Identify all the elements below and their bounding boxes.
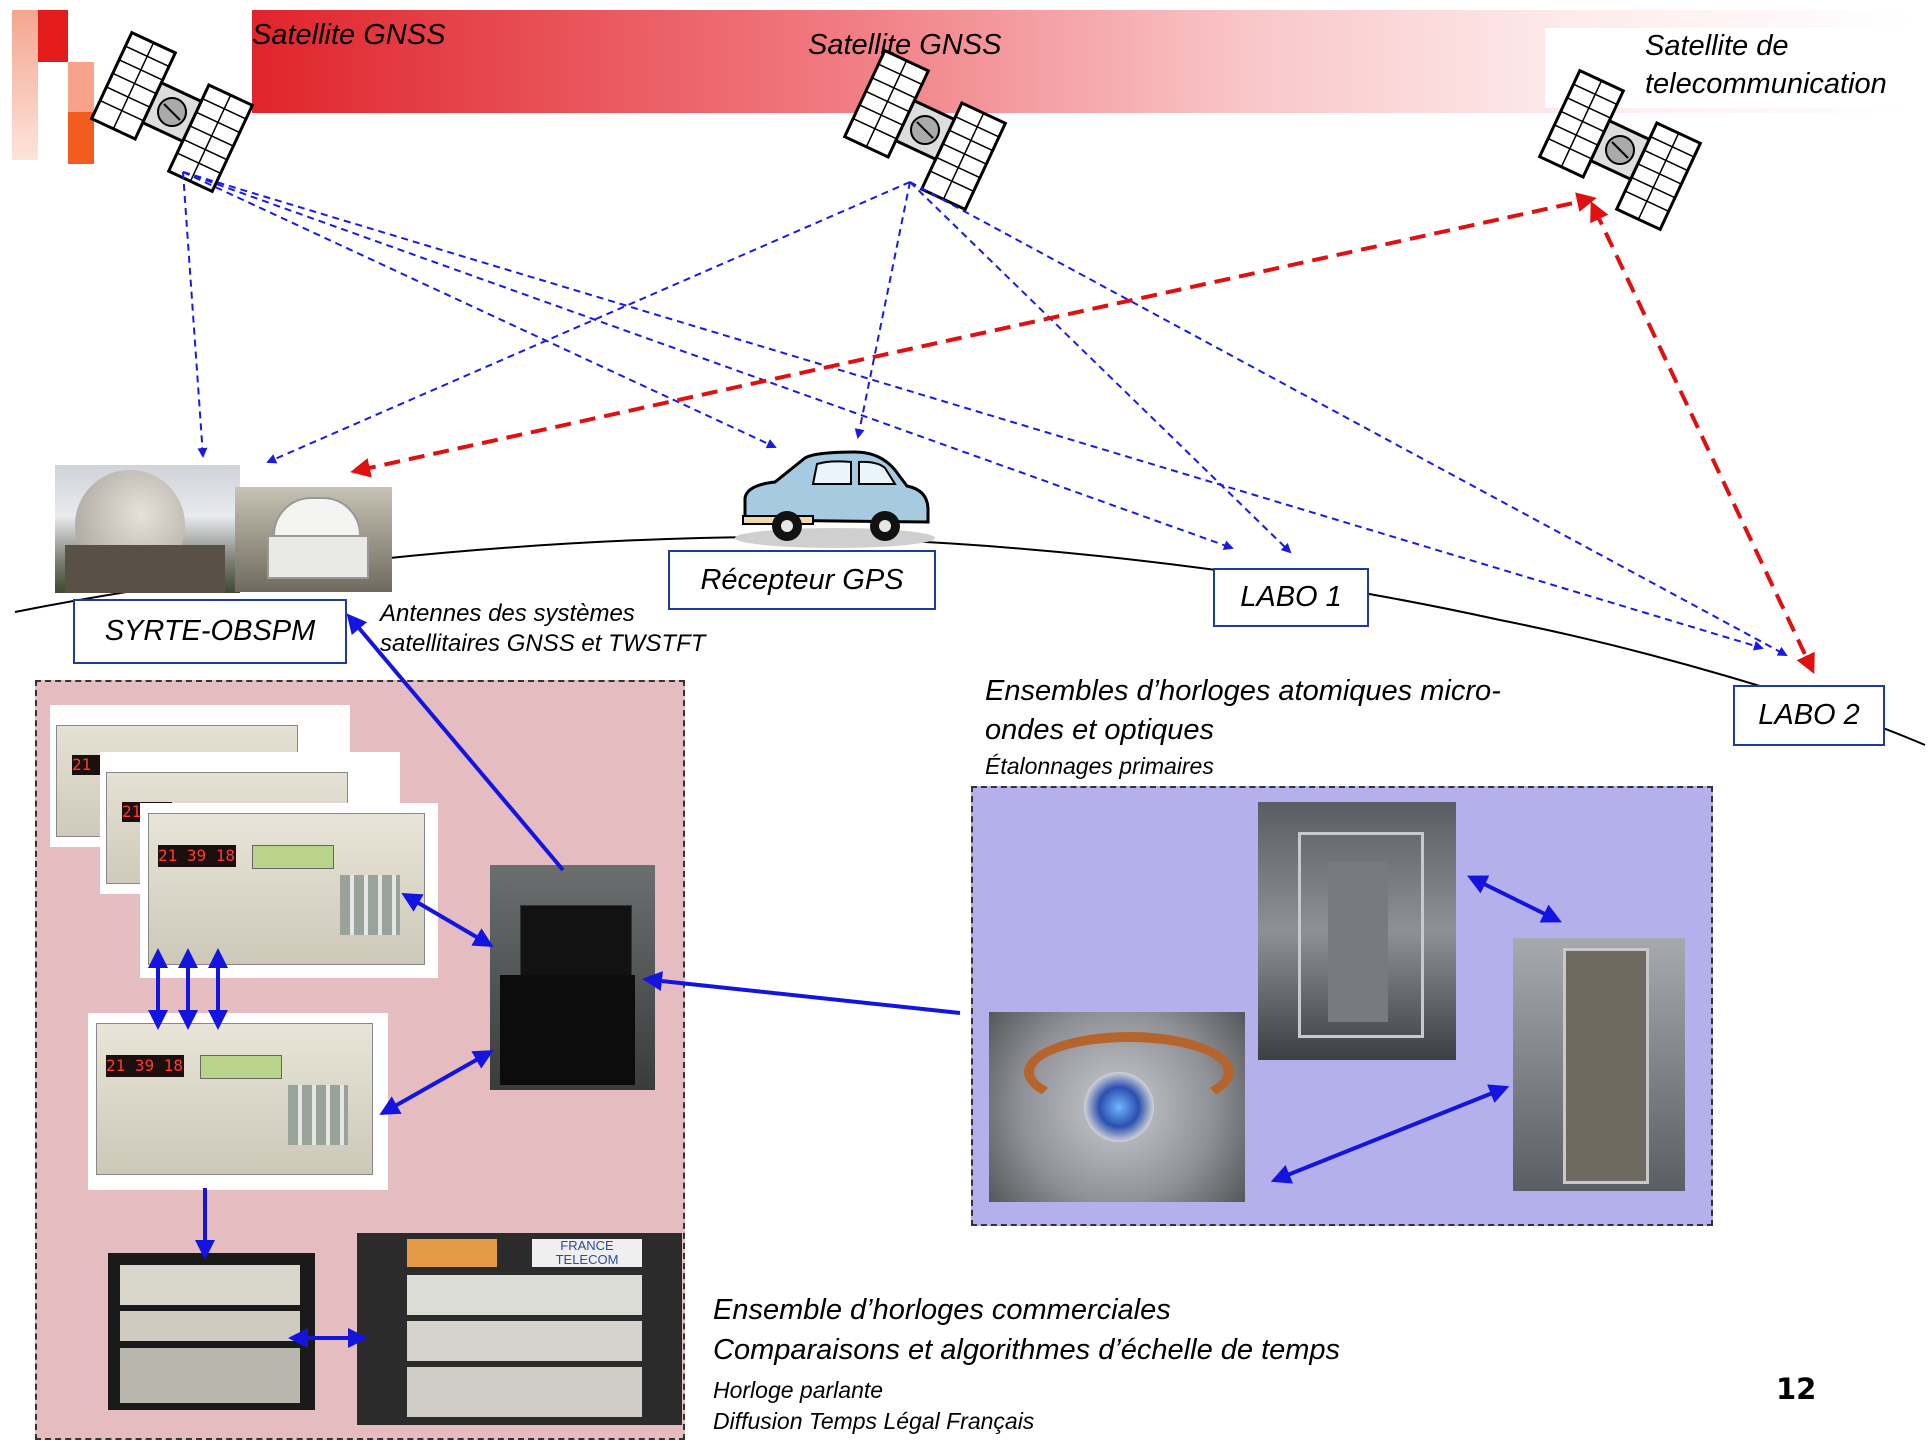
antennas-caption-line2: satellitaires GNSS et TWSTFT — [380, 630, 706, 657]
commercial-ensemble-title-line1: Ensemble d’horloges commerciales — [713, 1294, 1171, 1326]
gnss-antenna-photo — [235, 487, 392, 592]
commercial-ensemble-sub-line2: Diffusion Temps Légal Français — [713, 1408, 1035, 1434]
rack-photo-2: FRANCE TELECOM — [357, 1233, 682, 1425]
header-square-mid — [68, 62, 94, 112]
clock-display-4: 21 39 18 — [106, 1055, 184, 1077]
syrte-obspm-box: SYRTE-OBSPM — [73, 599, 347, 664]
satellite-label-1: Satellite GNSS — [252, 19, 446, 51]
page-number: 12 — [1776, 1372, 1817, 1406]
car-icon — [735, 450, 935, 548]
clock-unit-4: 21 39 18 — [88, 1013, 388, 1190]
labo2-box: LABO 2 — [1733, 685, 1885, 746]
satellite-label-2: Satellite GNSS — [808, 29, 1002, 61]
header-square-light — [12, 10, 38, 160]
fountain-clock-photo-2 — [1513, 938, 1685, 1191]
telecom-links — [350, 192, 1815, 675]
clock-unit-3: 21 39 18 — [140, 803, 438, 978]
commercial-ensemble-title-line2: Comparaisons et algorithmes d’échelle de… — [713, 1334, 1341, 1366]
satellite-label-3-line1: Satellite de — [1645, 30, 1789, 62]
france-telecom-panel: FRANCE TELECOM — [532, 1239, 642, 1267]
labo1-box: LABO 1 — [1213, 568, 1369, 627]
fountain-clock-photo-1 — [1258, 802, 1456, 1060]
black-cabinet-photo — [490, 865, 655, 1090]
gps-receiver-box: Récepteur GPS — [668, 550, 936, 610]
satellite-label-3-line2: telecommunication — [1645, 68, 1887, 100]
commercial-ensemble-sub-line1: Horloge parlante — [713, 1377, 884, 1403]
atomic-ensemble-title-line2: ondes et optiques — [985, 714, 1214, 746]
atomic-ensemble-subtitle: Étalonnages primaires — [985, 753, 1214, 779]
antennas-caption-line1: Antennes des systèmes — [380, 600, 635, 627]
clock-display-3: 21 39 18 — [158, 845, 236, 867]
header-square-dark — [38, 10, 68, 62]
atomic-ensemble-title-line1: Ensembles d’horloges atomiques micro- — [985, 675, 1501, 707]
parabolic-antenna-photo — [55, 465, 240, 593]
cold-atom-chamber-photo — [989, 1012, 1245, 1202]
header-square-orange — [68, 112, 94, 164]
rack-photo-1 — [108, 1253, 315, 1410]
